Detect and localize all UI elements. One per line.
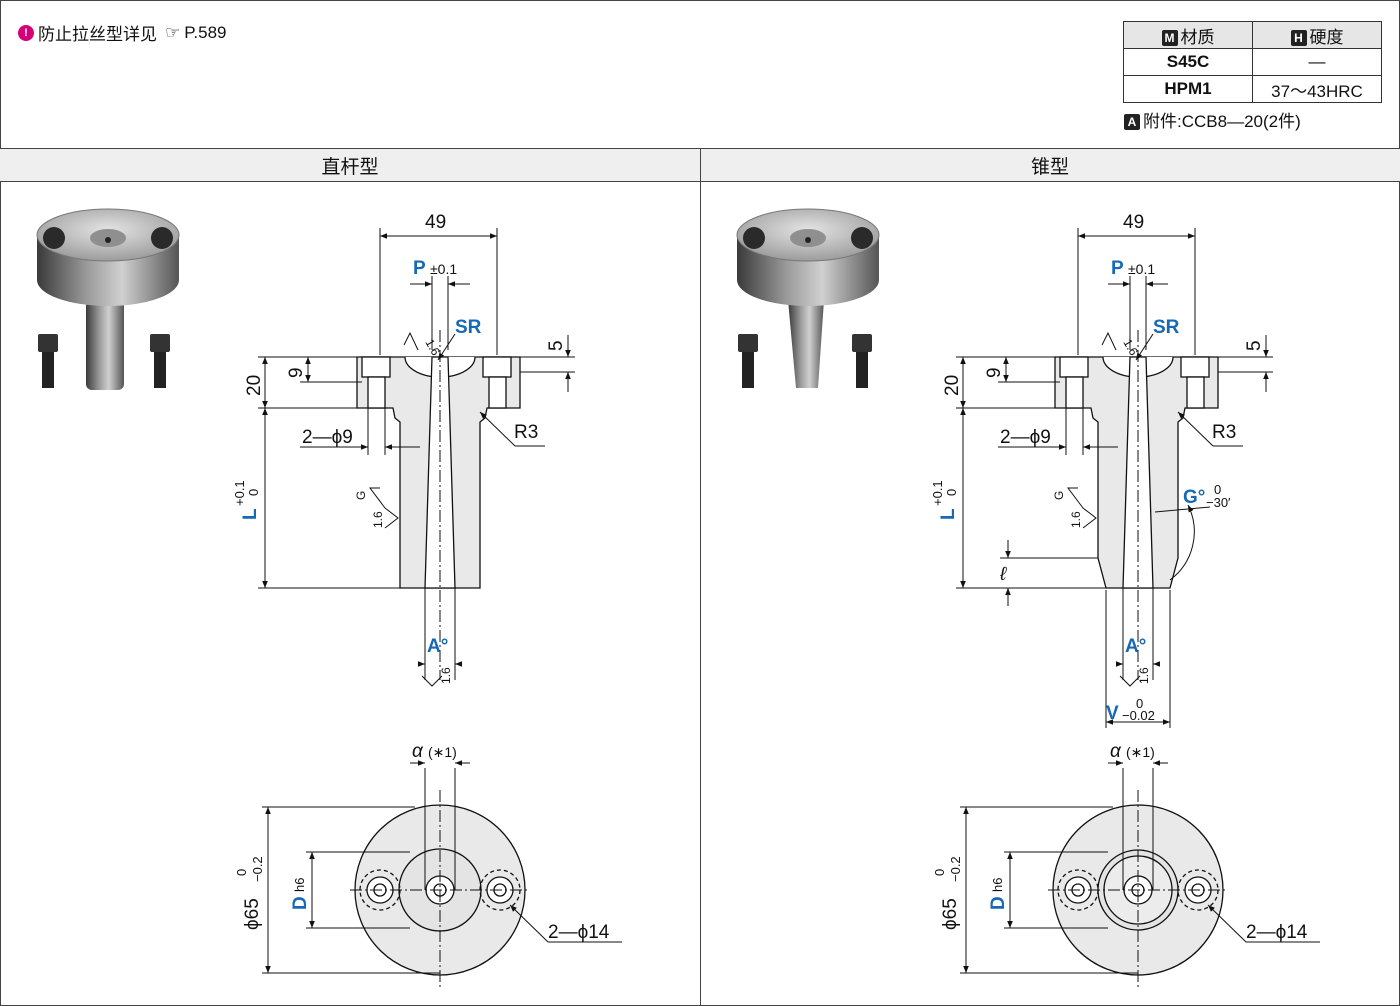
section-title-straight: 直杆型 [0,148,700,182]
dim-L: L [240,508,261,520]
dim-D: D [988,896,1009,910]
dim-holes: 2—ϕ9 [302,427,353,448]
dim-V-tol-up: 0 [1136,696,1143,711]
roughness-2: 1.6 [439,667,453,684]
dim-20: 20 [244,375,265,396]
dim-L-tol-up: +0.1 [232,480,247,506]
product-photo-straight [36,208,180,390]
dim-holes: 2—ϕ9 [1000,427,1051,448]
dim-width: 49 [1123,212,1144,233]
dim-alpha: α [412,741,424,762]
product-photo-tapered [736,208,880,388]
side-view-straight [356,356,521,589]
dim-Gdeg-tol-low: −30′ [1206,495,1231,510]
section-title-tapered: 锥型 [700,148,1400,182]
page-reference[interactable]: P.589 [184,22,227,42]
dim-dia65-tol-low: −0.2 [250,856,265,882]
dim-D-sub: h6 [292,878,307,892]
dim-dia65-tol-low: −0.2 [948,856,963,882]
dim-L-tol-low: 0 [246,489,261,496]
dim-alpha: α [1110,741,1122,762]
dim-alpha-note: (∗1) [428,744,457,760]
dim-SR: SR [455,317,482,338]
roughness-1: 1.6 [1069,511,1083,528]
dim-holes14: 2—ϕ14 [548,922,610,943]
dim-9: 9 [984,367,1005,378]
dim-width: 49 [425,212,446,233]
dim-A: A° [427,636,448,657]
dim-A: A° [1125,636,1146,657]
bottom-view-straight [262,760,622,990]
dim-9: 9 [286,367,307,378]
hardness-cell: 37～43HRC [1252,75,1382,103]
pointing-hand-icon: ☞ [165,22,181,42]
dim-dia65-tol-up: 0 [932,869,947,876]
section-divider [700,148,701,1006]
side-view-tapered [1054,356,1219,589]
bottom-view-tapered [960,760,1320,990]
dim-P: P [1111,258,1124,279]
dim-20: 20 [942,375,963,396]
dim-dia65: ϕ65 [940,898,961,930]
dim-dia65: ϕ65 [242,898,263,930]
dim-5: 5 [546,340,567,351]
dim-dia65-tol-up: 0 [234,869,249,876]
dim-D-sub: h6 [990,878,1005,892]
dim-P: P [413,258,426,279]
dim-P-tol: ±0.1 [1128,261,1155,277]
tapered-section-drawing: 49 P ±0.1 SR 5 20 9 2—ϕ9 R3 L +0.1 0 G 1… [736,208,1320,990]
dim-holes14: 2—ϕ14 [1246,922,1308,943]
dim-5: 5 [1244,340,1265,351]
hardness-cell: — [1252,48,1382,76]
pin-icon: ! [18,24,34,41]
dim-Gdeg: G° [1183,487,1205,508]
dim-V-tol-low: −0.02 [1122,708,1155,723]
dim-SR: SR [1153,317,1180,338]
material-cell: S45C [1123,48,1253,76]
dim-Gdeg-tol-up: 0 [1214,482,1221,497]
dim-alpha-note: (∗1) [1126,744,1155,760]
roughness-2: 1.6 [1137,667,1151,684]
reference-note: ! 防止拉丝型详见 ☞ P.589 [18,20,226,45]
dim-L-tol-low: 0 [944,489,959,496]
surface-G: G [1052,491,1066,500]
straight-section-drawing: 49 P ±0.1 SR 5 20 9 2—ϕ9 R3 L +0.1 0 G 1… [36,208,622,990]
material-cell: HPM1 [1123,75,1253,103]
dim-D: D [290,896,311,910]
surface-G: G [354,491,368,500]
dim-L: L [938,508,959,520]
roughness-1: 1.6 [371,511,385,528]
dim-P-tol: ±0.1 [430,261,457,277]
dim-ell: ℓ [999,564,1007,585]
dim-R3: R3 [514,422,538,443]
dim-R3: R3 [1212,422,1236,443]
dim-L-tol-up: +0.1 [930,480,945,506]
note-text: 防止拉丝型详见 [38,25,157,44]
dim-V: V [1106,703,1119,724]
